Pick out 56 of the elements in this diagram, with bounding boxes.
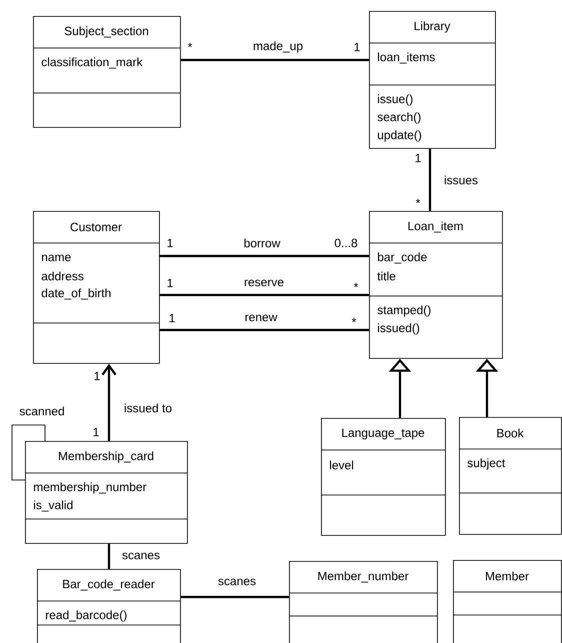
connector	[180, 596, 289, 598]
class-name: Customer	[70, 222, 122, 232]
multiplicity: *	[352, 318, 356, 322]
connector	[428, 148, 432, 211]
method-text: search()	[378, 112, 420, 124]
multiplicity: 1	[170, 314, 175, 322]
edge-label: issues	[442, 174, 479, 186]
connector	[102, 364, 116, 441]
class-name: Loan_item	[408, 221, 463, 233]
attribute-text: loan_items	[378, 52, 435, 64]
class-name: Language_tape	[342, 428, 424, 440]
attribute-text: address	[42, 272, 84, 280]
class-name: Subject_section	[64, 26, 148, 38]
connector	[180, 58, 369, 62]
multiplicity: 1	[94, 428, 99, 436]
edge-label: scanes	[216, 578, 257, 586]
method-text: issued()	[378, 323, 420, 335]
method-text: update()	[378, 130, 422, 142]
connector	[108, 544, 110, 569]
attribute-text: date_of_birth	[42, 288, 110, 300]
class-name: Member	[486, 572, 529, 580]
class-name: Book	[497, 428, 524, 438]
attribute-text: membership_number	[34, 482, 146, 494]
multiplicity: 0...8	[334, 238, 358, 248]
multiplicity: 1	[168, 238, 173, 248]
edge-label: made_up	[252, 40, 304, 54]
edge-label: renew	[244, 314, 278, 322]
multiplicity: 1	[354, 42, 360, 52]
multiplicity: 1	[416, 154, 421, 162]
attribute-text: title	[377, 272, 396, 280]
attribute-text: subject	[468, 458, 506, 470]
attribute-text: classification_mark	[42, 57, 143, 69]
edge-label: reserve	[243, 278, 285, 288]
edge-label: scanes	[121, 552, 161, 560]
multiplicity: *	[354, 282, 358, 288]
connector	[160, 328, 369, 332]
method-text: issue()	[378, 94, 412, 106]
class-name: Member_number	[318, 571, 408, 583]
connector	[12, 424, 46, 480]
multiplicity: *	[416, 198, 420, 204]
connector	[160, 294, 369, 296]
class-name: Library	[414, 21, 450, 33]
multiplicity: 1	[94, 372, 100, 380]
edge-label: borrow	[242, 238, 282, 248]
class-name: Bar_code_reader	[63, 579, 155, 591]
class-name: Membership_card	[58, 451, 154, 463]
edge-label: scanned	[18, 406, 66, 416]
method-text: stamped()	[378, 305, 430, 317]
attribute-text: bar_code	[378, 252, 427, 264]
multiplicity: 1	[168, 278, 173, 288]
attribute-text: read_barcode()	[46, 610, 126, 622]
attribute-text: is_valid	[34, 500, 72, 512]
connector	[160, 254, 369, 258]
attribute-text: level	[330, 460, 354, 470]
edge-label: issued to	[122, 402, 174, 414]
attribute-text: name	[42, 254, 71, 262]
